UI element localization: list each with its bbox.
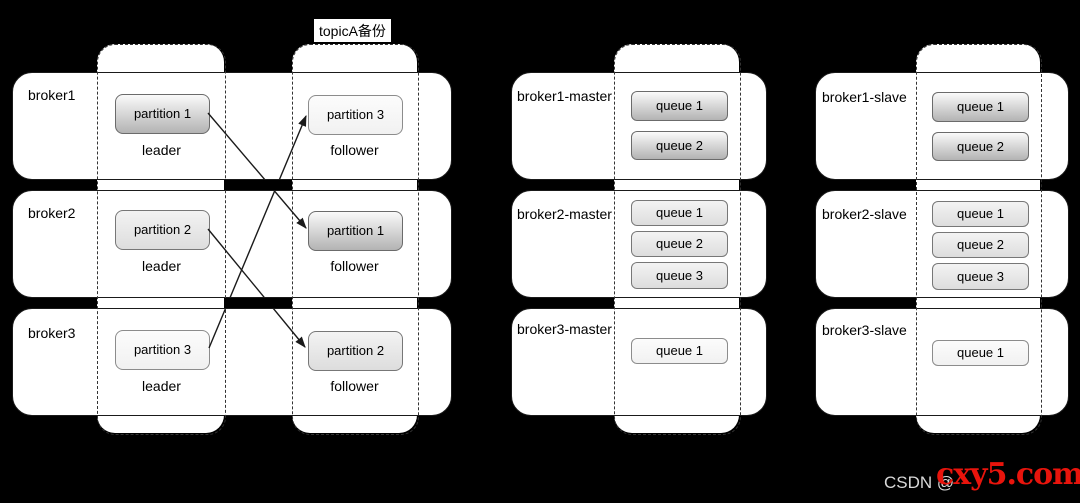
- partition-box: partition 1: [308, 211, 403, 251]
- broker-name-label: broker2-master: [517, 206, 612, 222]
- follower-caption: follower: [330, 142, 379, 158]
- queue-box: queue 1: [932, 201, 1029, 227]
- queue-box: queue 2: [932, 232, 1029, 258]
- master-topic-column: [614, 44, 741, 435]
- broker-name-label: broker2-slave: [822, 206, 907, 222]
- broker-name-label: broker1-slave: [822, 89, 907, 105]
- partition-box: partition 1: [115, 94, 210, 134]
- partition-box: partition 2: [308, 331, 403, 371]
- leader-caption: leader: [142, 258, 181, 274]
- csdn-watermark: CSDN @: [884, 473, 955, 492]
- queue-box: queue 1: [631, 91, 728, 121]
- broker-name-label: broker3: [28, 325, 76, 341]
- queue-box: queue 2: [932, 132, 1029, 161]
- leader-caption: leader: [142, 378, 181, 394]
- broker1-slave-box: [815, 72, 1069, 180]
- queue-box: queue 1: [932, 92, 1029, 122]
- queue-box: queue 3: [932, 263, 1029, 290]
- follower-caption: follower: [330, 378, 379, 394]
- row-gap: [225, 297, 291, 308]
- broker-name-label: broker1: [28, 87, 76, 103]
- site-watermark: cxy5.com: [936, 457, 1080, 492]
- row-gap: [225, 179, 291, 190]
- partition-box: partition 2: [115, 210, 210, 250]
- partition-box: partition 3: [308, 95, 403, 135]
- broker1-master-box: [511, 72, 767, 180]
- slave-topic-column: [916, 44, 1042, 435]
- queue-box: queue 2: [631, 131, 728, 160]
- queue-box: queue 1: [631, 338, 728, 364]
- broker-name-label: broker2: [28, 205, 76, 221]
- broker-name-label: broker3-master: [517, 321, 612, 337]
- queue-box: queue 3: [631, 262, 728, 289]
- queue-box: queue 2: [631, 231, 728, 257]
- follower-caption: follower: [330, 258, 379, 274]
- leader-caption: leader: [142, 142, 181, 158]
- partition-box: partition 3: [115, 330, 210, 370]
- topic-label: topicA备份: [314, 19, 391, 43]
- queue-box: queue 1: [631, 200, 728, 226]
- queue-box: queue 1: [932, 340, 1029, 366]
- broker-name-label: broker1-master: [517, 88, 612, 104]
- broker-name-label: broker3-slave: [822, 322, 907, 338]
